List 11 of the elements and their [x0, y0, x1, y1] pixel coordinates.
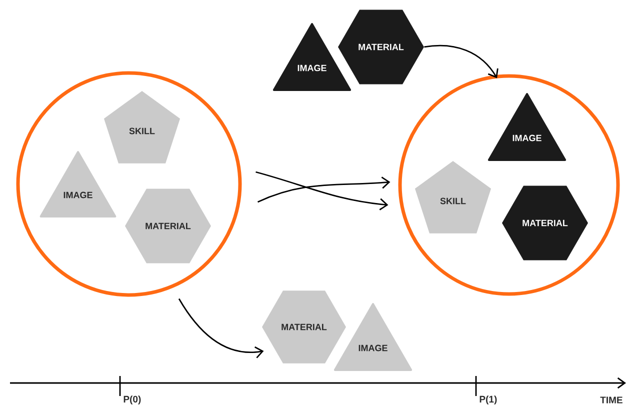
tick-label: P(0) — [124, 396, 141, 404]
arrow — [256, 171, 388, 210]
arrow — [178, 298, 264, 358]
node-label: IMAGE — [358, 344, 388, 352]
arrow — [424, 44, 498, 78]
arrow — [257, 176, 390, 203]
axis-label: TIME — [600, 396, 622, 404]
group-circle — [398, 74, 620, 296]
node-label: IMAGE — [298, 64, 326, 72]
group-circle — [16, 71, 242, 297]
tick-label: P(1) — [480, 396, 497, 404]
